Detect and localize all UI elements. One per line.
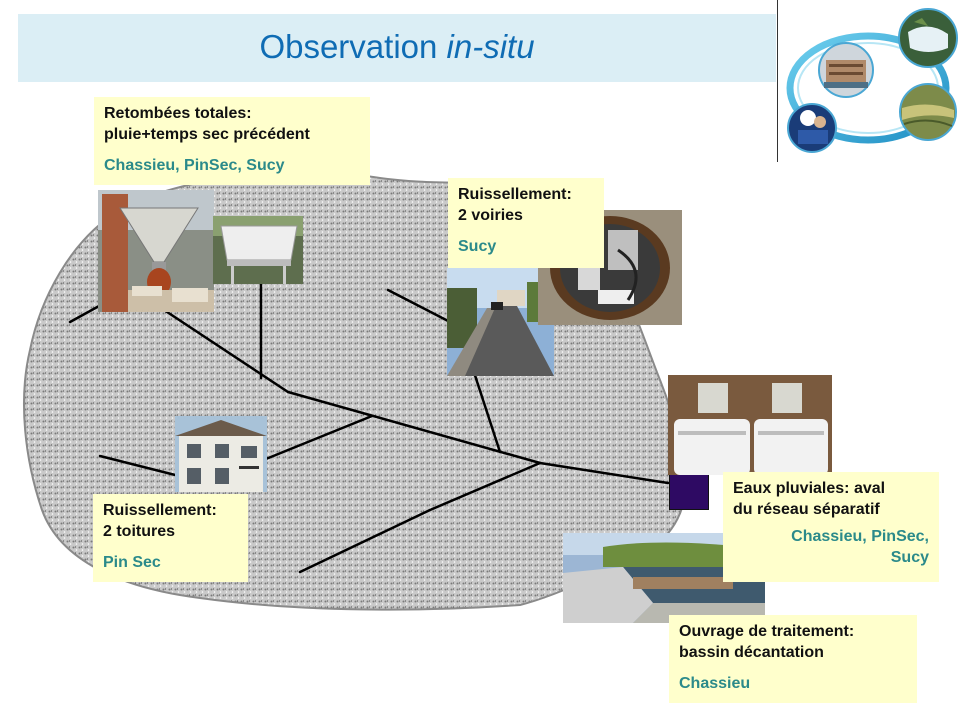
network-branch-road-top <box>386 288 454 325</box>
network-branch-lower <box>298 508 432 574</box>
label-treatment-basin-line1: Ouvrage de traitement: <box>679 623 855 640</box>
label-roof-runoff-line1: Ruissellement: <box>103 502 217 519</box>
network-branch-lower-mid <box>428 461 542 512</box>
label-stormwater-line2: du réseau séparatif <box>733 501 880 518</box>
label-road-runoff: Ruissellement: 2 voiries Sucy <box>448 178 604 268</box>
outlet-marker <box>669 474 709 510</box>
label-road-runoff-line2: 2 voiries <box>458 207 523 224</box>
label-road-runoff-sites: Sucy <box>458 238 497 255</box>
title-main: Observation <box>259 28 447 65</box>
label-total-deposition-sites: Chassieu, PinSec, Sucy <box>104 157 285 174</box>
label-treatment-basin-line2: bassin décantation <box>679 644 824 661</box>
title-band: Observation in-situ <box>18 14 776 82</box>
label-road-runoff-line1: Ruissellement: <box>458 186 572 203</box>
photo-samplers <box>668 375 832 475</box>
network-branch-collector-outlet <box>538 461 670 485</box>
label-treatment-basin-sites: Chassieu <box>679 675 751 692</box>
title-italic: in-situ <box>446 28 535 65</box>
network-branch-deposition-left <box>150 300 290 394</box>
photo-road <box>447 268 554 376</box>
logo-waterfall-photo <box>898 8 958 68</box>
label-total-deposition-line1: Retombées totales: <box>104 105 252 122</box>
label-total-deposition: Retombées totales: pluie+temps sec précé… <box>94 97 370 185</box>
network-branch-roof-right <box>254 414 374 465</box>
page-title: Observation in-situ <box>18 28 776 66</box>
photo-deposition-tray <box>213 216 303 284</box>
photo-roof-house <box>175 416 267 492</box>
logo-workers-photo <box>787 103 837 153</box>
label-stormwater: Eaux pluviales: aval du réseau séparatif… <box>723 472 939 582</box>
photo-deposition-funnel <box>98 190 214 312</box>
label-stormwater-line1: Eaux pluviales: aval <box>733 480 886 497</box>
network-branch-collector-top <box>286 390 542 465</box>
logo-river-photo <box>899 83 957 141</box>
label-total-deposition-line2: pluie+temps sec précédent <box>104 126 310 143</box>
label-roof-runoff-line2: 2 toitures <box>103 523 176 540</box>
drainage-network <box>68 280 670 574</box>
label-treatment-basin: Ouvrage de traitement: bassin décantatio… <box>669 615 917 703</box>
label-stormwater-sites-line2: Sucy <box>890 549 929 566</box>
label-stormwater-sites-line1: Chassieu, PinSec, <box>791 528 929 545</box>
header-divider <box>777 0 778 162</box>
label-roof-runoff-sites: Pin Sec <box>103 554 161 571</box>
logo-building-photo <box>818 42 874 98</box>
project-logo <box>786 8 958 153</box>
label-roof-runoff: Ruissellement: 2 toitures Pin Sec <box>93 494 248 582</box>
